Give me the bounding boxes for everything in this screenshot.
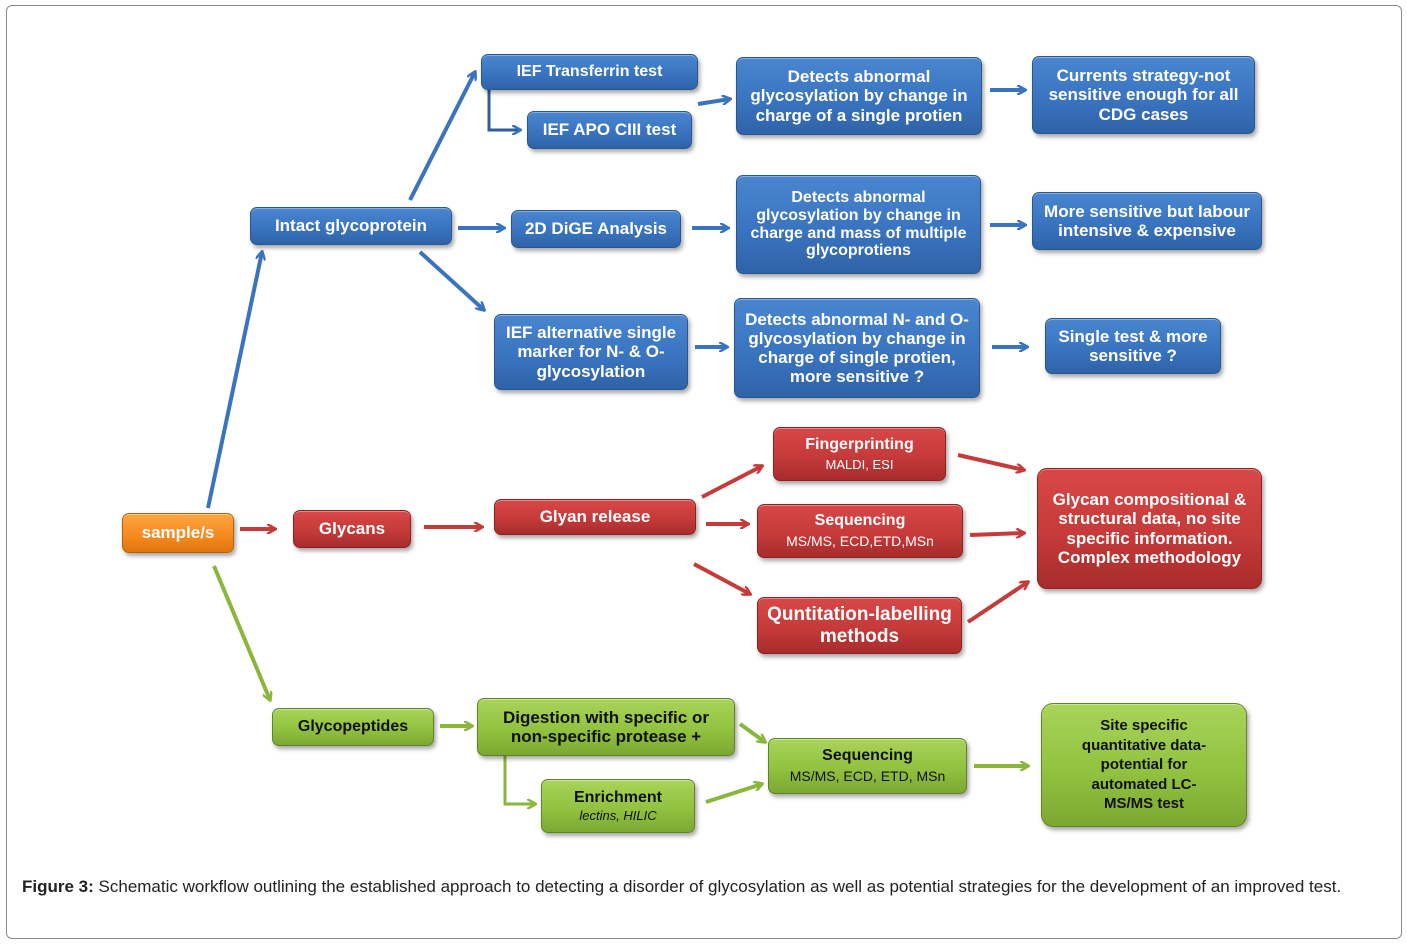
node-quantitation-label: Quntitation-labelling methods xyxy=(767,604,952,647)
node-dige-label: 2D DiGE Analysis xyxy=(524,219,668,239)
node-intact-label: Intact glycoprotein xyxy=(274,216,428,236)
node-detects-multiple-label: Detects abnormal glycosylation by change… xyxy=(750,188,967,260)
arrow-fingerprinting-to-glycan-data xyxy=(957,453,1024,470)
arrow-sample-to-glycopeptides xyxy=(212,565,270,700)
node-sequencing-green-sub: MS/MS, ECD, ETD, MSn xyxy=(789,768,946,785)
node-enrichment: Enrichment lectins, HILIC xyxy=(541,779,695,833)
arrow-quantitation-to-glycan-data xyxy=(966,582,1028,624)
arrow-enrichment-to-sequencing xyxy=(705,784,762,804)
caption-text: Schematic workflow outlining the establi… xyxy=(93,877,1342,896)
node-fingerprinting-title: Fingerprinting xyxy=(805,435,914,453)
figure-frame xyxy=(6,5,1402,939)
node-more-sensitive: More sensitive but labour intensive & ex… xyxy=(1032,192,1262,250)
node-sequencing-red: Sequencing MS/MS, ECD,ETD,MSn xyxy=(757,504,963,558)
node-enrichment-title: Enrichment xyxy=(573,788,662,806)
arrow-sequencing-to-glycan-data xyxy=(969,533,1024,535)
node-sample: sample/s xyxy=(122,513,234,553)
node-glycan-data-label: Glycan compositional & structural data, … xyxy=(1052,490,1247,567)
node-glycans-label: Glycans xyxy=(318,519,386,539)
arrow-release-to-quantitation xyxy=(693,562,750,594)
node-sequencing-red-title: Sequencing xyxy=(814,512,906,530)
node-sequencing-red-sub: MS/MS, ECD,ETD,MSn xyxy=(786,533,934,550)
node-single-test: Single test & more sensitive ? xyxy=(1045,318,1221,374)
arrow-digestion-to-sequencing xyxy=(738,722,765,742)
node-digestion-label: Digestion with specific or non-specific … xyxy=(503,707,709,746)
node-glycopeptides-label: Glycopeptides xyxy=(297,718,409,736)
node-more-sensitive-label: More sensitive but labour intensive & ex… xyxy=(1044,201,1250,240)
node-dige: 2D DiGE Analysis xyxy=(511,210,681,248)
node-site-specific-label: Site specific quantitative data-potentia… xyxy=(1081,717,1207,813)
node-ief-apo: IEF APO CIII test xyxy=(527,111,692,149)
arrow-sample-to-intact xyxy=(206,252,262,509)
node-current-strategy: Currents strategy-not sensitive enough f… xyxy=(1032,56,1255,134)
node-detects-single-label: Detects abnormal glycosylation by change… xyxy=(750,67,968,125)
node-detects-single: Detects abnormal glycosylation by change… xyxy=(736,57,982,135)
node-sequencing-green: Sequencing MS/MS, ECD, ETD, MSn xyxy=(768,738,967,794)
node-sequencing-green-title: Sequencing xyxy=(822,747,913,765)
node-ief-transferrin-label: IEF Transferrin test xyxy=(516,63,663,81)
node-fingerprinting-sub: MALDI, ESI xyxy=(825,456,894,472)
node-glycopeptides: Glycopeptides xyxy=(272,708,434,746)
arrow-release-to-fingerprinting xyxy=(701,466,762,499)
node-intact-glycoprotein: Intact glycoprotein xyxy=(250,207,452,245)
node-glyan-release-label: Glyan release xyxy=(539,507,651,527)
node-detects-multiple: Detects abnormal glycosylation by change… xyxy=(736,175,981,274)
node-single-test-label: Single test & more sensitive ? xyxy=(1058,326,1208,365)
node-detects-n-o: Detects abnormal N- and O- glycosylation… xyxy=(734,298,980,398)
arrow-intact-to-ief-alt xyxy=(418,250,484,310)
node-ief-alternative-label: IEF alternative single marker for N- & O… xyxy=(505,323,677,381)
node-current-strategy-label: Currents strategy-not sensitive enough f… xyxy=(1048,66,1239,124)
node-ief-alternative: IEF alternative single marker for N- & O… xyxy=(494,314,688,390)
node-digestion: Digestion with specific or non-specific … xyxy=(477,698,735,756)
caption-label: Figure 3: xyxy=(22,877,94,896)
arrow-digestion-to-enrichment xyxy=(503,756,535,804)
node-site-specific: Site specific quantitative data-potentia… xyxy=(1041,703,1247,827)
node-glycans: Glycans xyxy=(293,510,411,548)
arrow-intact-to-ief-transferrin xyxy=(408,72,475,201)
node-glycan-data: Glycan compositional & structural data, … xyxy=(1037,468,1262,589)
node-quantitation: Quntitation-labelling methods xyxy=(757,597,962,654)
node-enrichment-sub: lectins, HILIC xyxy=(579,807,657,823)
arrow-transferrin-to-apo xyxy=(487,88,520,130)
node-sample-label: sample/s xyxy=(141,523,215,543)
node-fingerprinting: Fingerprinting MALDI, ESI xyxy=(773,427,946,481)
node-detects-n-o-label: Detects abnormal N- and O- glycosylation… xyxy=(745,309,969,387)
figure-caption: Figure 3: Schematic workflow outlining t… xyxy=(22,876,1388,898)
node-glyan-release: Glyan release xyxy=(494,499,696,535)
node-ief-apo-label: IEF APO CIII test xyxy=(542,120,677,140)
arrow-ief-to-detects-single xyxy=(697,99,730,106)
node-ief-transferrin: IEF Transferrin test xyxy=(481,54,698,90)
